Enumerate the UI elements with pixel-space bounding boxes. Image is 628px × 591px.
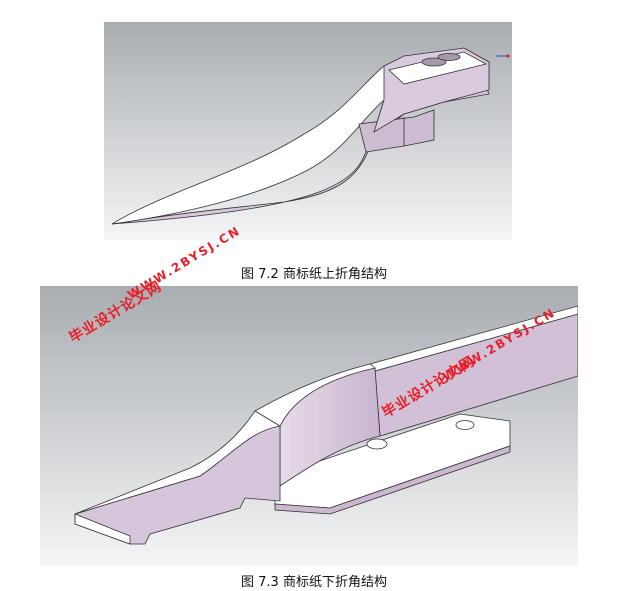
hole-1 [421,57,447,67]
part-rear-block [358,109,435,153]
ramp-tip [74,513,131,545]
axis-triad-icon [496,54,510,58]
lower-fold-part-drawing [40,286,578,566]
curved-wall-top [254,363,376,427]
ramp-top [74,410,282,515]
upper-fold-part-drawing [104,22,512,240]
figure-7-2-render [104,22,512,240]
base-plate-edge [274,445,511,515]
mount-hole-2 [455,420,475,430]
figure-7-2-caption: 图 7.2 商标纸上折角结构 [241,267,387,282]
figure-7-3-caption: 图 7.3 商标纸下折角结构 [241,575,387,590]
figure-7-3-render [40,286,578,566]
hole-2 [437,53,461,61]
mount-hole-1 [366,438,388,450]
